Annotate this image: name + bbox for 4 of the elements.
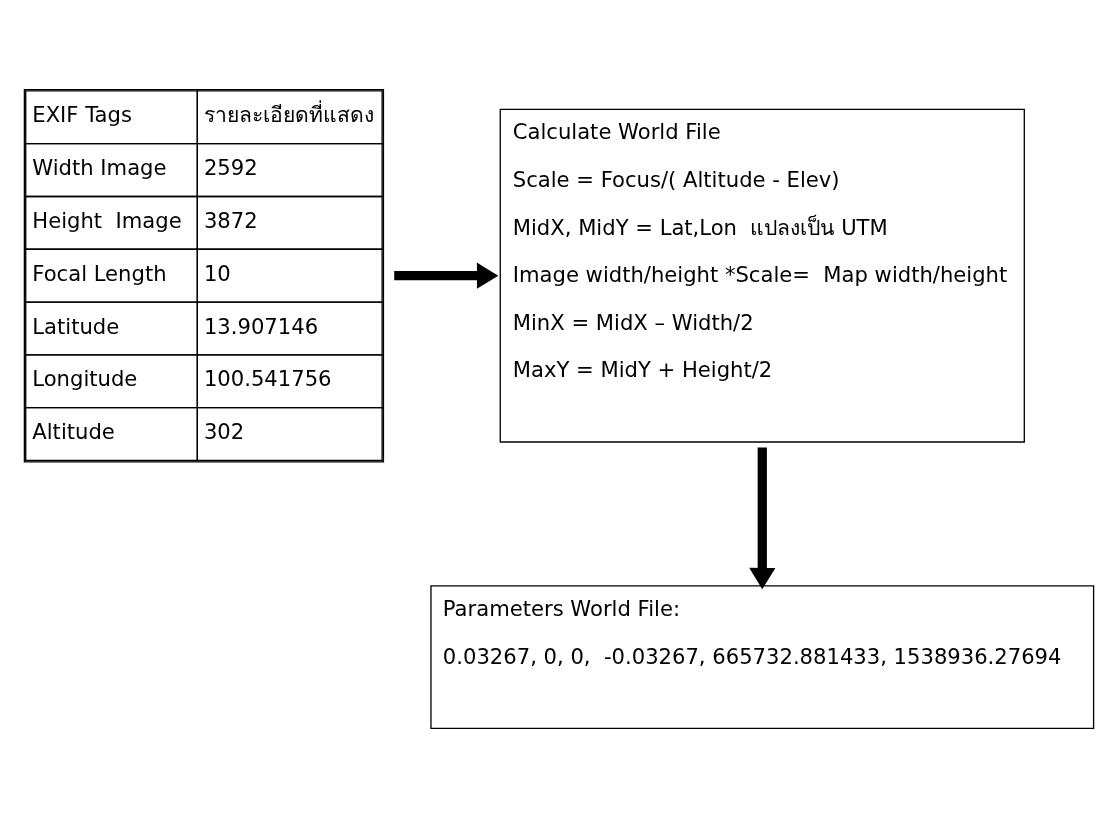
node-box: Calculate World File Scale = Focus/( Altitude - Elev) MidX, MidY = Lat,Lon แปลงเป็น UTM Image width/height *Scale= Map width/height MinX = MidX – Width/2 MaxY = MidY + Height/2 xyxy=(499,108,1025,443)
arrow xyxy=(394,262,499,289)
node-box: Parameters World File: 0.03267, 0, 0, -0.03267, 665732.881433, 1538936.27694 xyxy=(430,585,1095,730)
arrow xyxy=(749,447,776,590)
